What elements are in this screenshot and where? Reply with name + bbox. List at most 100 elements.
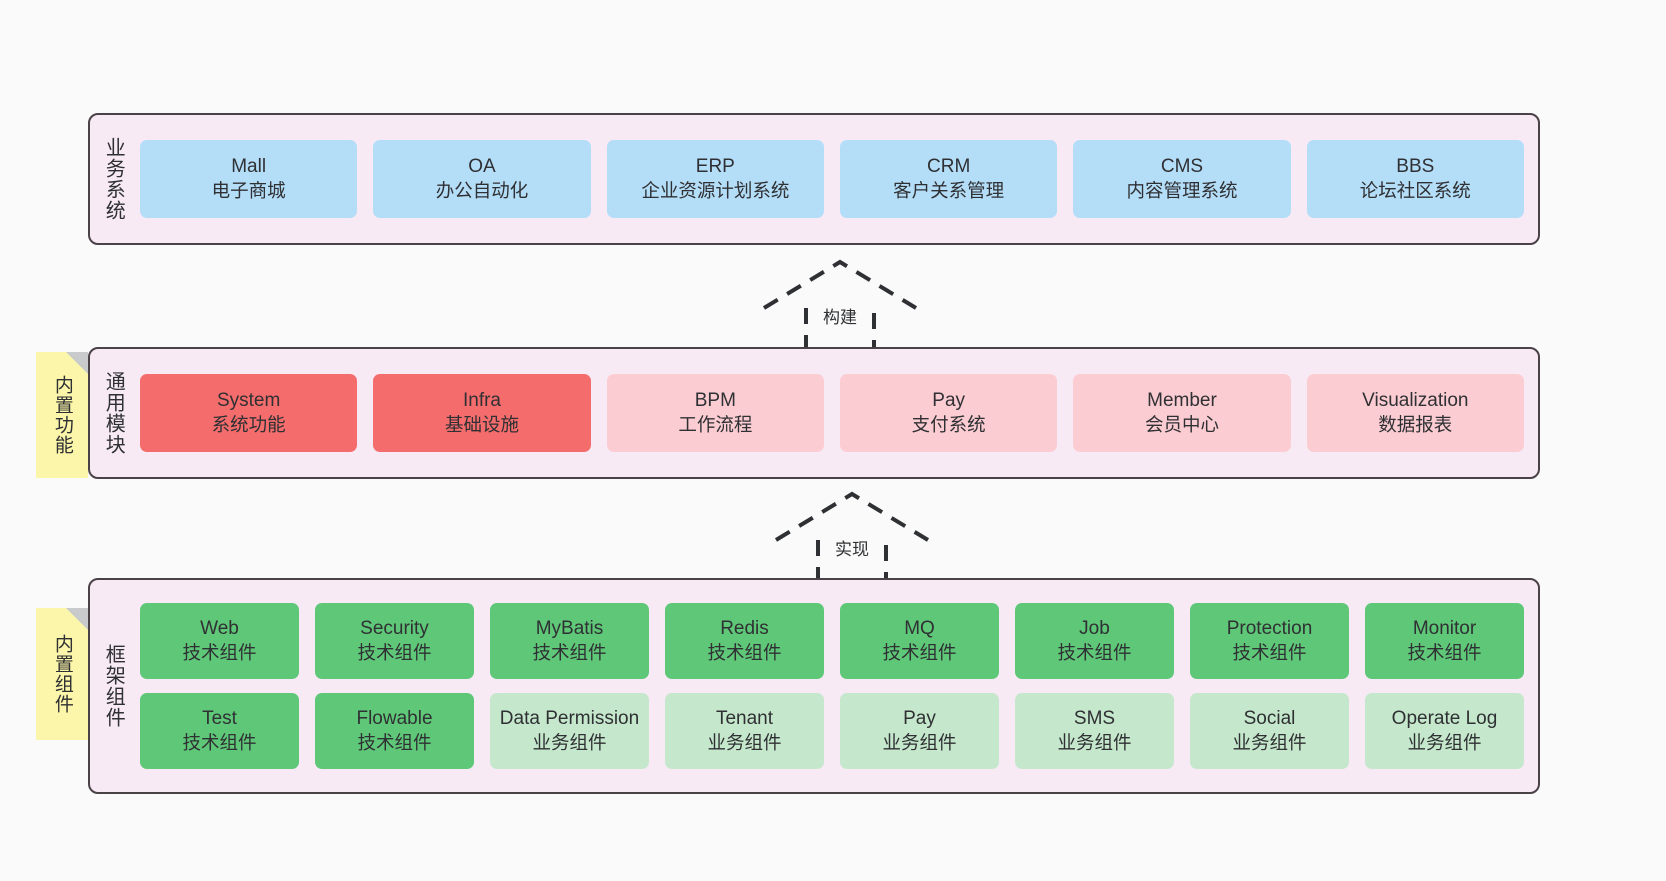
node-visualization-title: Visualization xyxy=(1362,390,1469,411)
node-crm-title: CRM xyxy=(927,156,971,177)
node-operate-log[interactable]: Operate Log 业务组件 xyxy=(1365,693,1524,769)
node-erp-subtitle: 企业资源计划系统 xyxy=(641,180,790,202)
node-cms-subtitle: 内容管理系统 xyxy=(1126,180,1238,202)
node-infra-title: Infra xyxy=(462,390,501,411)
node-mq-title: MQ xyxy=(904,618,935,639)
node-member-subtitle: 会员中心 xyxy=(1144,414,1219,436)
node-data-permission[interactable]: Data Permission 业务组件 xyxy=(490,693,649,769)
node-social-subtitle: 业务组件 xyxy=(1232,732,1307,754)
node-test-title: Test xyxy=(202,708,237,729)
node-pay-component-subtitle: 业务组件 xyxy=(882,732,957,754)
node-operate-log-subtitle: 业务组件 xyxy=(1407,732,1482,754)
node-crm[interactable]: CRM 客户关系管理 xyxy=(839,140,1058,218)
node-infra[interactable]: Infra 基础设施 xyxy=(373,374,591,452)
arrow-build: 构建 xyxy=(760,258,920,356)
node-sms[interactable]: SMS 业务组件 xyxy=(1015,693,1174,769)
node-visualization-subtitle: 数据报表 xyxy=(1378,414,1453,436)
node-monitor-title: Monitor xyxy=(1412,618,1477,639)
row-business-systems: Mall 电子商城 OA 办公自动化 ERP 企业资源计划系统 CRM 客户关系… xyxy=(140,140,1524,218)
arrow-implement: 实现 xyxy=(772,490,932,588)
node-mybatis-subtitle: 技术组件 xyxy=(532,642,607,664)
layer-title-business-systems: 业务系统 xyxy=(102,137,125,221)
node-erp-title: ERP xyxy=(695,156,735,177)
node-member[interactable]: Member 会员中心 xyxy=(1073,374,1291,452)
layer-business-systems: 业务系统 Mall 电子商城 OA 办公自动化 ERP 企业资源计划系统 CRM… xyxy=(88,113,1540,245)
layer-title-common-modules: 通用模块 xyxy=(102,371,125,455)
node-redis[interactable]: Redis 技术组件 xyxy=(665,603,824,679)
node-infra-subtitle: 基础设施 xyxy=(444,414,519,436)
node-job-subtitle: 技术组件 xyxy=(1057,642,1132,664)
node-web[interactable]: Web 技术组件 xyxy=(140,603,299,679)
layer-body-common-modules: System 系统功能 Infra 基础设施 BPM 工作流程 Pay 支付系统… xyxy=(136,349,1538,477)
node-job[interactable]: Job 技术组件 xyxy=(1015,603,1174,679)
node-monitor[interactable]: Monitor 技术组件 xyxy=(1365,603,1524,679)
node-oa-subtitle: 办公自动化 xyxy=(435,180,529,202)
node-system-subtitle: 系统功能 xyxy=(211,414,286,436)
node-tenant-subtitle: 业务组件 xyxy=(707,732,782,754)
node-mq-subtitle: 技术组件 xyxy=(882,642,957,664)
sticky-note-builtin-features: 内置功能 xyxy=(36,352,88,478)
node-bpm-title: BPM xyxy=(694,390,736,411)
node-redis-subtitle: 技术组件 xyxy=(707,642,782,664)
sticky-note-builtin-components-label: 内置组件 xyxy=(51,634,73,714)
sticky-note-builtin-components: 内置组件 xyxy=(36,608,88,740)
node-test[interactable]: Test 技术组件 xyxy=(140,693,299,769)
layer-title-framework-components: 框架组件 xyxy=(102,644,125,728)
layer-framework-components: 框架组件 Web 技术组件 Security 技术组件 MyBatis 技术组件… xyxy=(88,578,1540,794)
node-data-permission-title: Data Permission xyxy=(499,708,640,729)
node-mall-title: Mall xyxy=(231,156,267,177)
node-security-title: Security xyxy=(360,618,429,639)
generalization-arrow-icon xyxy=(774,491,930,586)
node-social[interactable]: Social 业务组件 xyxy=(1190,693,1349,769)
node-web-title: Web xyxy=(200,618,239,639)
node-test-subtitle: 技术组件 xyxy=(182,732,257,754)
node-security-subtitle: 技术组件 xyxy=(357,642,432,664)
node-bpm-subtitle: 工作流程 xyxy=(678,414,753,436)
sticky-fold-icon xyxy=(66,608,88,630)
layer-body-framework-components: Web 技术组件 Security 技术组件 MyBatis 技术组件 Redi… xyxy=(136,580,1538,792)
node-pay-module[interactable]: Pay 支付系统 xyxy=(839,374,1058,452)
node-system[interactable]: System 系统功能 xyxy=(140,374,358,452)
node-protection-title: Protection xyxy=(1226,618,1313,639)
node-tenant[interactable]: Tenant 业务组件 xyxy=(665,693,824,769)
node-redis-title: Redis xyxy=(720,618,769,639)
generalization-arrow-icon xyxy=(762,259,918,354)
row-tech-components: Web 技术组件 Security 技术组件 MyBatis 技术组件 Redi… xyxy=(140,603,1524,679)
node-oa[interactable]: OA 办公自动化 xyxy=(373,140,591,218)
sticky-note-builtin-features-label: 内置功能 xyxy=(51,375,73,455)
node-data-permission-subtitle: 业务组件 xyxy=(532,732,607,754)
node-cms-title: CMS xyxy=(1160,156,1204,177)
node-bbs-title: BBS xyxy=(1396,156,1435,177)
node-erp[interactable]: ERP 企业资源计划系统 xyxy=(606,140,824,218)
node-pay-module-title: Pay xyxy=(932,390,966,411)
node-tenant-title: Tenant xyxy=(715,708,774,729)
node-cms[interactable]: CMS 内容管理系统 xyxy=(1073,140,1291,218)
node-pay-module-subtitle: 支付系统 xyxy=(911,414,986,436)
node-mybatis[interactable]: MyBatis 技术组件 xyxy=(490,603,649,679)
node-flowable[interactable]: Flowable 技术组件 xyxy=(315,693,474,769)
node-protection-subtitle: 技术组件 xyxy=(1232,642,1307,664)
node-mybatis-title: MyBatis xyxy=(535,618,604,639)
node-sms-subtitle: 业务组件 xyxy=(1057,732,1132,754)
node-oa-title: OA xyxy=(468,156,496,177)
node-sms-title: SMS xyxy=(1073,708,1116,729)
sticky-fold-icon xyxy=(66,352,88,374)
node-bbs[interactable]: BBS 论坛社区系统 xyxy=(1306,140,1524,218)
node-operate-log-title: Operate Log xyxy=(1391,708,1498,729)
node-flowable-subtitle: 技术组件 xyxy=(357,732,432,754)
node-bpm[interactable]: BPM 工作流程 xyxy=(606,374,824,452)
node-protection[interactable]: Protection 技术组件 xyxy=(1190,603,1349,679)
node-mall-subtitle: 电子商城 xyxy=(211,180,286,202)
layer-common-modules: 通用模块 System 系统功能 Infra 基础设施 BPM 工作流程 Pay… xyxy=(88,347,1540,479)
node-pay-component[interactable]: Pay 业务组件 xyxy=(840,693,999,769)
node-flowable-title: Flowable xyxy=(356,708,433,729)
node-monitor-subtitle: 技术组件 xyxy=(1407,642,1482,664)
layer-body-business-systems: Mall 电子商城 OA 办公自动化 ERP 企业资源计划系统 CRM 客户关系… xyxy=(136,115,1538,243)
node-member-title: Member xyxy=(1147,390,1217,411)
node-mq[interactable]: MQ 技术组件 xyxy=(840,603,999,679)
node-security[interactable]: Security 技术组件 xyxy=(315,603,474,679)
node-visualization[interactable]: Visualization 数据报表 xyxy=(1306,374,1524,452)
node-mall[interactable]: Mall 电子商城 xyxy=(140,140,358,218)
node-web-subtitle: 技术组件 xyxy=(182,642,257,664)
